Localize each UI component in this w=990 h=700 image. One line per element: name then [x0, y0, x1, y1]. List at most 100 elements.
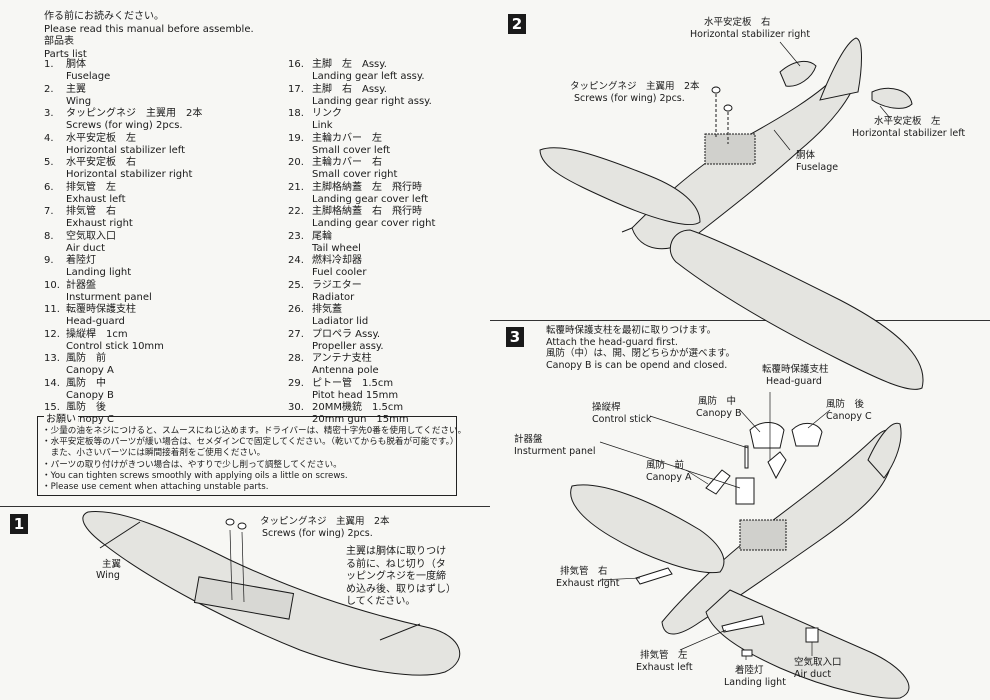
part-name-en: Antenna pole	[312, 365, 379, 376]
step1-note-line: ッピングネジを一度締	[346, 571, 446, 582]
step1-note-line: してください。	[346, 596, 416, 607]
part-number: 27.	[288, 328, 304, 340]
step1-note-line: 主翼は胴体に取りつけ	[346, 546, 447, 557]
intro-line-en: Please read this manual before assemble.	[44, 23, 254, 35]
part-name-ja: 尾輪	[312, 230, 332, 242]
part-name-ja: アンテナ支柱	[312, 353, 372, 364]
part-number: 9.	[44, 255, 54, 266]
step3-exhaust-right-ja: 排気管 右	[560, 566, 608, 577]
section-divider	[490, 320, 990, 321]
part-name-en: Fuselage	[66, 71, 111, 82]
part-name-en: Head-guard	[66, 316, 125, 327]
part-name-ja: 操縦桿 1cm	[66, 328, 128, 340]
part-number: 23.	[288, 230, 304, 242]
part-name-ja: 風防 中	[66, 377, 106, 389]
part-name-ja: 排気蓋	[312, 304, 342, 315]
step3-air-duct-ja: 空気取入口	[794, 657, 842, 668]
step3-exhaust-left-en: Exhaust left	[636, 662, 693, 673]
part-number: 24.	[288, 255, 304, 266]
part-name-ja: 主翼	[66, 83, 86, 95]
part-name-en: Small cover left	[312, 144, 391, 156]
hstab-left-drawing	[871, 88, 913, 109]
part-name-en: Landing light	[66, 267, 132, 278]
part-name-ja: 主脚格納蓋 左 飛行時	[312, 181, 422, 193]
notes-line: ・パーツの取り付けがきつい場合は、やすりで少し削って調整してください。	[42, 459, 342, 470]
part-number: 2.	[44, 83, 54, 95]
part-name-en: Air duct	[66, 242, 106, 254]
part-name-en: Canopy C	[66, 414, 114, 425]
headguard-part	[767, 451, 787, 480]
landing-light-part	[741, 649, 753, 657]
intro-block: 作る前にお読みください。 Please read this manual bef…	[44, 11, 254, 61]
step2-hstab-left-ja: 水平安定板 左	[874, 116, 941, 127]
part-number: 15.	[44, 402, 60, 413]
step1-wing-en: Wing	[96, 570, 120, 581]
part-name-en: Fuel cooler	[312, 267, 367, 278]
part-number: 14.	[44, 377, 60, 389]
part-number: 17.	[288, 83, 304, 95]
canopy-a-part	[705, 469, 731, 495]
parts-list-title-ja: 部品表	[44, 36, 74, 47]
step1-note-line: め込み後、取りはずし）	[346, 583, 456, 595]
part-name-en: Tail wheel	[312, 242, 361, 254]
step3-canopy-a-ja: 風防 前	[646, 460, 685, 471]
step-number-1: 1	[10, 514, 28, 534]
parts-list-right: 16.主脚 左 Assy.Landing gear left assy. 17.…	[288, 59, 538, 427]
part-name-ja: 着陸灯	[66, 255, 96, 266]
part-number: 5.	[44, 157, 54, 168]
step3-instruction-line: 転覆時保護支柱を最初に取りつけます。	[546, 325, 717, 336]
part-name-en: Pitot head 15mm	[312, 389, 399, 401]
part-number: 22.	[288, 206, 304, 217]
canopy-c-part	[791, 423, 823, 447]
step2-fuselage-en: Fuselage	[796, 162, 839, 173]
hstab-right-drawing	[779, 61, 817, 87]
step1-screws-en: Screws (for wing) 2pcs.	[262, 528, 373, 539]
part-number: 29.	[288, 377, 304, 389]
part-name-en: Landing gear left assy.	[312, 71, 425, 82]
instrument-panel-part	[735, 477, 755, 505]
screw-1	[225, 518, 235, 526]
step-number-3: 3	[506, 327, 524, 347]
cockpit3-opening	[739, 519, 787, 551]
step3-instruction-line: Canopy B is can be opend and closed.	[546, 359, 728, 371]
part-name-ja: ピトー管 1.5cm	[312, 377, 394, 389]
part-name-en: Propeller assy.	[312, 340, 384, 352]
part-name-en: Landing gear right assy.	[312, 95, 432, 107]
step3-landing-light-ja: 着陸灯	[735, 665, 764, 676]
part-number: 28.	[288, 353, 304, 364]
part-name-en: Link	[312, 120, 333, 131]
part-number: 3.	[44, 108, 54, 119]
notes-line: また、小さいパーツには瞬間接着剤をご使用ください。	[42, 448, 266, 459]
notes-box: お願い ・少量の油をネジにつけると、スムースにねじ込めます。ドライバーは、精密十…	[37, 410, 466, 496]
part-name-ja: 主脚格納蓋 右 飛行時	[312, 206, 422, 217]
step3-canopy-a-en: Canopy A	[646, 472, 692, 483]
exhaust-right-part	[635, 567, 673, 585]
parts-list-item: 16.主脚 左 Assy.Landing gear left assy.	[288, 59, 538, 83]
step3-canopy-b-en: Canopy B	[696, 408, 742, 419]
part-name-ja: 主脚 左 Assy.	[312, 59, 387, 70]
step3-instruction-line: Attach the head-guard first.	[546, 336, 678, 348]
part-name-ja: 計器盤	[66, 279, 96, 291]
part-number: 6.	[44, 181, 54, 193]
wing3-left-drawing	[570, 484, 725, 574]
part-name-en: Screws (for wing) 2pcs.	[66, 120, 183, 131]
step3-stick-en: Control stick	[592, 414, 652, 425]
part-name-en: Horizontal stabilizer left	[66, 144, 186, 156]
part-number: 12.	[44, 328, 60, 340]
part-name-en: Wing	[66, 95, 92, 107]
step2-screws-en: Screws (for wing) 2pcs.	[574, 93, 685, 104]
step3-instruction-line: 風防（中）は、開、閉どちらかが選べます。	[546, 348, 736, 359]
part-name-ja: 燃料冷却器	[312, 255, 362, 266]
